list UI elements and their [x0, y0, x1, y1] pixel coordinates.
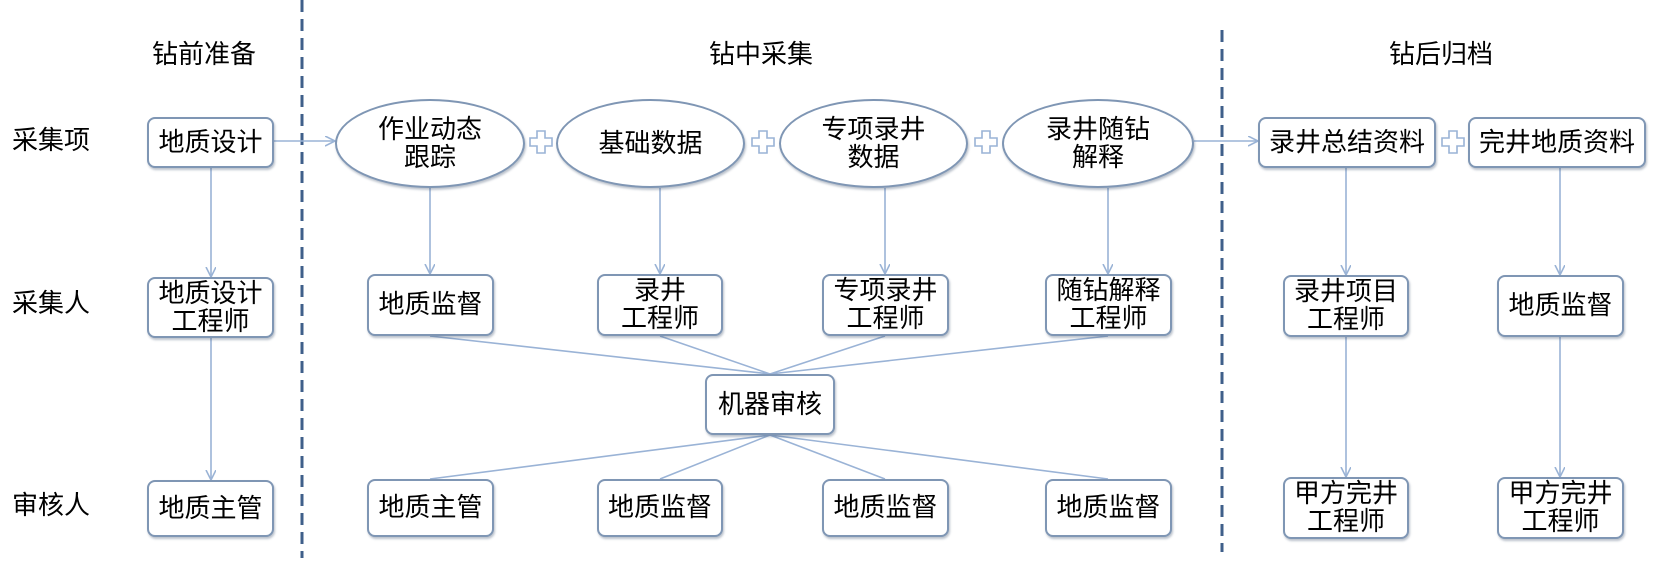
during-item-2: 基础数据 — [556, 99, 745, 188]
during-reviewer-1: 地质主管 — [367, 479, 494, 537]
plus-icon — [751, 130, 775, 154]
link-review-to-reviewer4 — [769, 434, 1109, 480]
post-collector-1: 录井项目 工程师 — [1283, 275, 1409, 337]
link-collector4-to-review — [769, 335, 1109, 375]
during-collector-2: 录井 工程师 — [597, 274, 723, 336]
during-item-3: 专项录井 数据 — [779, 99, 968, 188]
during-collector-3: 专项录井 工程师 — [822, 274, 949, 336]
row-label-collectors: 采集人 — [12, 289, 91, 319]
during-reviewer-4: 地质监督 — [1045, 479, 1172, 537]
during-collector-4: 随钻解释 工程师 — [1045, 274, 1172, 336]
link-review-to-reviewer1 — [429, 434, 771, 480]
during-collector-1: 地质监督 — [367, 274, 494, 336]
machine-review-node: 机器审核 — [705, 374, 835, 435]
phase-post-drilling-heading: 钻后归档 — [1389, 40, 1494, 70]
post-reviewer-2: 甲方完井 工程师 — [1497, 477, 1624, 539]
post-item-2: 完井地质资料 — [1468, 117, 1646, 168]
post-reviewer-1: 甲方完井 工程师 — [1283, 477, 1409, 539]
row-label-items: 采集项 — [12, 126, 91, 156]
pre-reviewer-node: 地质主管 — [147, 480, 274, 537]
plus-icon — [1441, 130, 1465, 154]
during-reviewer-2: 地质监督 — [597, 479, 723, 537]
link-collector2-to-review — [659, 335, 771, 375]
link-collector3-to-review — [769, 335, 886, 375]
post-item-1: 录井总结资料 — [1258, 117, 1436, 168]
post-collector-2: 地质监督 — [1497, 275, 1624, 337]
phase-pre-drilling-heading: 钻前准备 — [152, 40, 257, 70]
link-review-to-reviewer2 — [659, 434, 771, 480]
link-review-to-reviewer3 — [769, 434, 886, 480]
phase-during-drilling-heading: 钻中采集 — [709, 40, 814, 70]
pre-collector-node: 地质设计 工程师 — [147, 277, 274, 338]
row-label-reviewers: 审核人 — [12, 491, 91, 521]
plus-icon — [529, 130, 553, 154]
plus-icon — [974, 130, 998, 154]
during-item-4: 录井随钻 解释 — [1002, 99, 1194, 188]
link-collector1-to-review — [429, 335, 771, 375]
during-item-1: 作业动态 跟踪 — [335, 99, 525, 188]
during-reviewer-3: 地质监督 — [822, 479, 949, 537]
pre-item-node: 地质设计 — [147, 117, 274, 168]
